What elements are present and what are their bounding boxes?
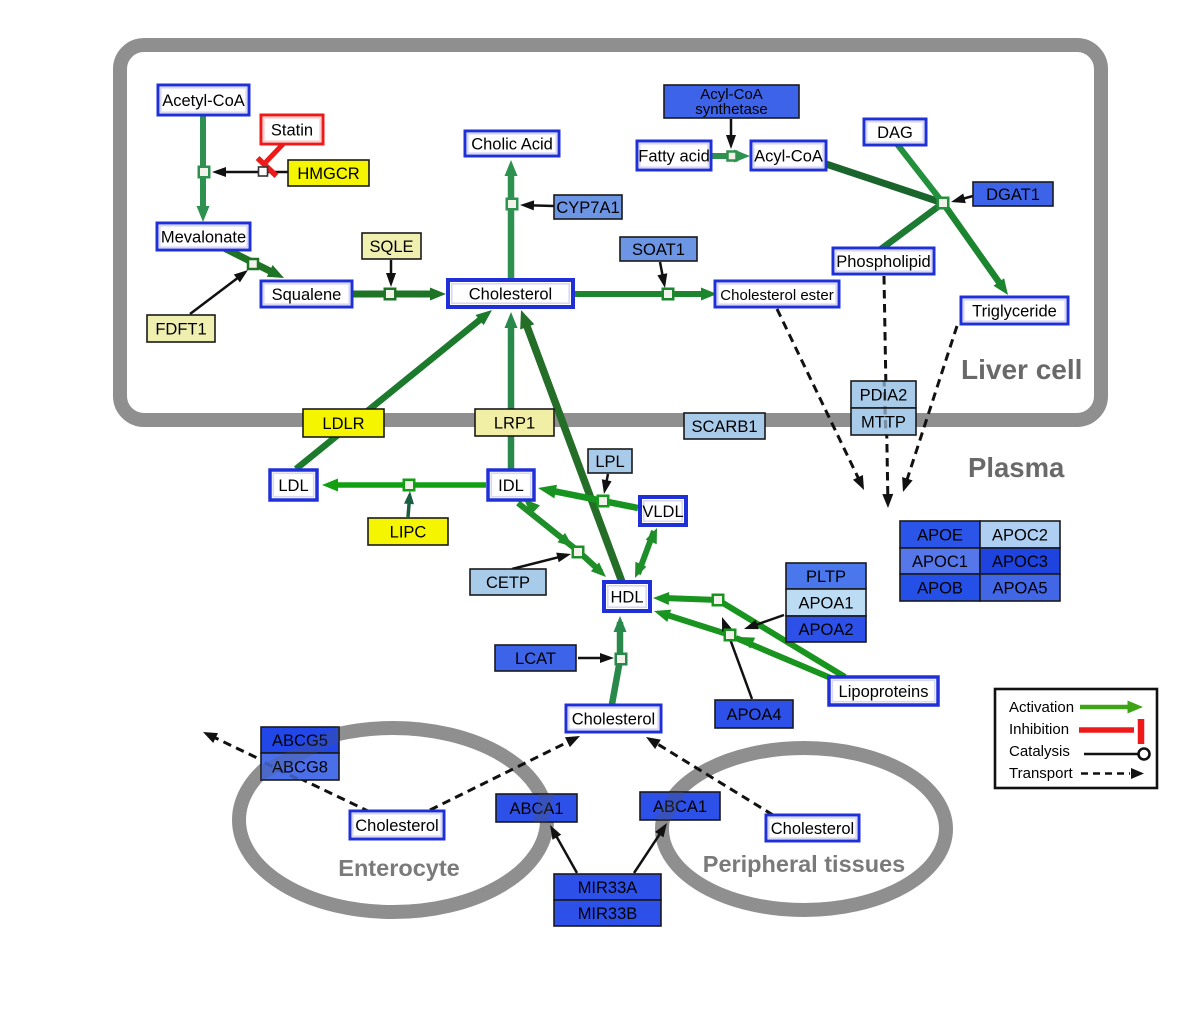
- svg-text:APOA2: APOA2: [798, 621, 853, 639]
- svg-text:Activation: Activation: [1009, 699, 1074, 716]
- svg-text:APOC3: APOC3: [992, 553, 1048, 571]
- svg-text:Cholesterol: Cholesterol: [771, 820, 854, 838]
- svg-text:CYP7A1: CYP7A1: [556, 199, 619, 217]
- svg-text:MIR33B: MIR33B: [578, 905, 638, 923]
- svg-text:ABCA1: ABCA1: [653, 798, 707, 816]
- svg-text:Triglyceride: Triglyceride: [972, 303, 1057, 321]
- svg-text:APOA1: APOA1: [798, 595, 853, 613]
- svg-text:Acyl-CoA: Acyl-CoA: [754, 148, 823, 166]
- svg-text:HMGCR: HMGCR: [297, 165, 359, 183]
- svg-text:Mevalonate: Mevalonate: [161, 229, 246, 247]
- svg-text:PLTP: PLTP: [806, 568, 846, 586]
- svg-text:Squalene: Squalene: [272, 286, 342, 304]
- svg-text:APOA5: APOA5: [992, 580, 1047, 598]
- svg-text:HDL: HDL: [610, 589, 643, 607]
- svg-text:IDL: IDL: [498, 477, 524, 495]
- svg-text:LCAT: LCAT: [515, 650, 556, 668]
- svg-text:Phospholipid: Phospholipid: [836, 253, 931, 271]
- svg-text:LDLR: LDLR: [322, 415, 364, 433]
- svg-text:ABCA1: ABCA1: [509, 800, 563, 818]
- svg-text:Acyl-CoA: Acyl-CoA: [700, 86, 763, 103]
- svg-text:Cholesterol: Cholesterol: [355, 817, 438, 835]
- svg-text:Liver cell: Liver cell: [961, 354, 1082, 385]
- svg-text:Lipoproteins: Lipoproteins: [839, 683, 929, 701]
- svg-text:Catalysis: Catalysis: [1009, 743, 1070, 760]
- svg-text:Inhibition: Inhibition: [1009, 721, 1069, 738]
- svg-text:LIPC: LIPC: [390, 524, 427, 542]
- svg-text:Peripheral tissues: Peripheral tissues: [703, 851, 905, 877]
- svg-text:DGAT1: DGAT1: [986, 186, 1040, 204]
- svg-text:APOB: APOB: [917, 580, 963, 598]
- svg-text:Statin: Statin: [271, 122, 313, 140]
- svg-text:SCARB1: SCARB1: [691, 418, 757, 436]
- svg-text:LPL: LPL: [595, 453, 624, 471]
- svg-text:Cholesterol ester: Cholesterol ester: [720, 287, 833, 304]
- svg-text:APOA4: APOA4: [726, 706, 781, 724]
- svg-text:LRP1: LRP1: [494, 415, 535, 433]
- svg-text:MIR33A: MIR33A: [578, 879, 638, 897]
- svg-text:Acetyl-CoA: Acetyl-CoA: [162, 92, 245, 110]
- svg-text:APOC2: APOC2: [992, 527, 1048, 545]
- svg-text:DAG: DAG: [877, 124, 913, 142]
- svg-text:Cholesterol: Cholesterol: [572, 711, 655, 729]
- svg-text:Cholesterol: Cholesterol: [469, 286, 552, 304]
- svg-text:ABCG5: ABCG5: [272, 732, 328, 750]
- svg-text:APOC1: APOC1: [912, 553, 968, 571]
- svg-text:SQLE: SQLE: [369, 238, 413, 256]
- svg-text:Plasma: Plasma: [968, 452, 1065, 483]
- svg-text:PDIA2: PDIA2: [860, 387, 908, 405]
- svg-text:synthetase: synthetase: [695, 101, 768, 118]
- svg-text:SOAT1: SOAT1: [632, 241, 685, 259]
- svg-text:Fatty acid: Fatty acid: [638, 148, 710, 166]
- svg-text:ABCG8: ABCG8: [272, 759, 328, 777]
- svg-text:MTTP: MTTP: [861, 414, 906, 432]
- svg-text:VLDL: VLDL: [642, 503, 683, 521]
- svg-text:Cholic Acid: Cholic Acid: [471, 136, 553, 154]
- svg-text:CETP: CETP: [486, 574, 530, 592]
- svg-text:LDL: LDL: [278, 477, 308, 495]
- svg-text:Transport: Transport: [1009, 765, 1073, 782]
- svg-text:Enterocyte: Enterocyte: [338, 855, 459, 881]
- svg-text:APOE: APOE: [917, 527, 963, 545]
- svg-text:FDFT1: FDFT1: [155, 321, 206, 339]
